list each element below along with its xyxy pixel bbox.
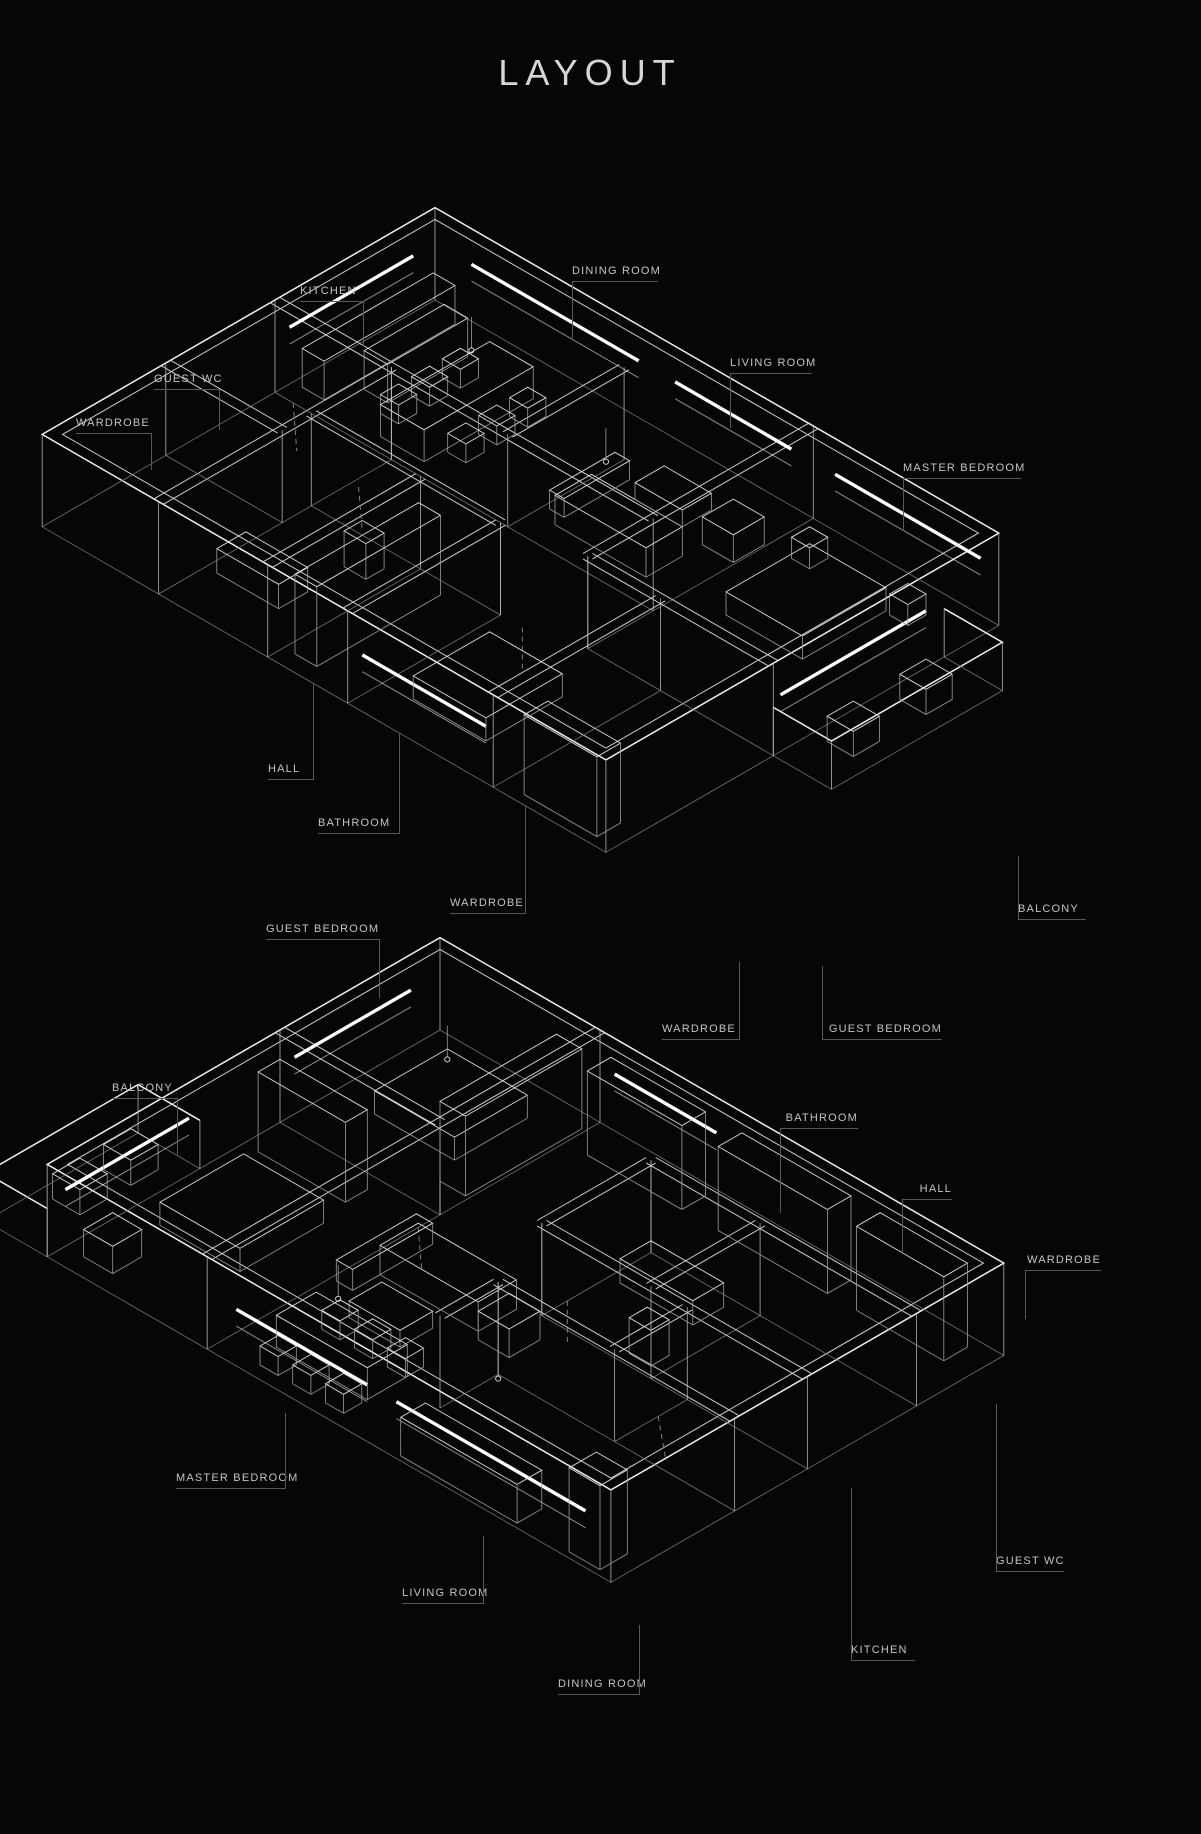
leader-wardrobe-lower (1025, 1271, 1026, 1319)
leader-dining-room-lower (639, 1625, 640, 1695)
room-label-kitchen-upper: KITCHEN (300, 286, 364, 302)
room-label-guest-wc-lower: GUEST WC (996, 1556, 1064, 1572)
leader-guest-bedroom-upper (822, 966, 823, 1040)
room-label-bathroom-lower: BATHROOM (780, 1113, 858, 1129)
floor-plan-upper (40, 206, 1004, 853)
room-label-kitchen-lower: KITCHEN (851, 1645, 915, 1661)
leader-balcony-lower (177, 1099, 178, 1155)
leader-living-room-lower (483, 1536, 484, 1604)
leader-wardrobe-left-upper (151, 434, 152, 470)
room-label-guest-bedroom-lower: GUEST BEDROOM (266, 924, 380, 940)
leader-bathroom-lower (780, 1129, 781, 1213)
room-label-wardrobe-bottom-upper: WARDROBE (450, 898, 526, 914)
room-label-master-bedroom-lower: MASTER BEDROOM (176, 1473, 297, 1489)
leader-hall-upper (313, 683, 314, 780)
leader-guest-wc-lower (996, 1404, 997, 1572)
room-label-master-bedroom-upper: MASTER BEDROOM (903, 463, 1024, 479)
leader-hall-lower (902, 1200, 903, 1254)
room-label-dining-room-upper: DINING ROOM (572, 266, 660, 282)
floor-plan-lower (0, 936, 1006, 1583)
leader-master-bedroom-upper (903, 479, 904, 531)
leader-wardrobe-mid-upper (739, 962, 740, 1040)
room-label-hall-lower: HALL (902, 1184, 952, 1200)
room-label-hall-upper: HALL (268, 764, 314, 780)
leader-guest-bedroom-lower (379, 940, 380, 998)
room-label-dining-room-lower: DINING ROOM (558, 1679, 646, 1695)
leader-living-room-upper (730, 374, 731, 428)
room-label-wardrobe-left-upper: WARDROBE (76, 418, 152, 434)
room-label-balcony-lower: BALCONY (112, 1083, 178, 1099)
leader-kitchen-lower (851, 1488, 852, 1661)
page-title: LAYOUT (498, 52, 682, 93)
leader-wardrobe-bottom-upper (525, 806, 526, 914)
leader-bathroom-upper (399, 733, 400, 834)
room-label-wardrobe-lower: WARDROBE (1025, 1255, 1101, 1271)
leader-balcony-upper (1018, 856, 1019, 920)
room-label-wardrobe-mid-upper: WARDROBE (662, 1024, 740, 1040)
room-label-guest-wc-upper: GUEST WC (154, 374, 221, 390)
leader-guest-wc-upper (219, 390, 220, 430)
room-label-living-room-lower: LIVING ROOM (402, 1588, 487, 1604)
leader-kitchen-upper (363, 302, 364, 346)
leader-master-bedroom-lower (285, 1413, 286, 1489)
leader-dining-room-upper (572, 282, 573, 338)
room-label-bathroom-upper: BATHROOM (318, 818, 400, 834)
room-label-balcony-upper: BALCONY (1018, 904, 1086, 920)
room-label-living-room-upper: LIVING ROOM (730, 358, 815, 374)
room-label-guest-bedroom-upper: GUEST BEDROOM (822, 1024, 942, 1040)
